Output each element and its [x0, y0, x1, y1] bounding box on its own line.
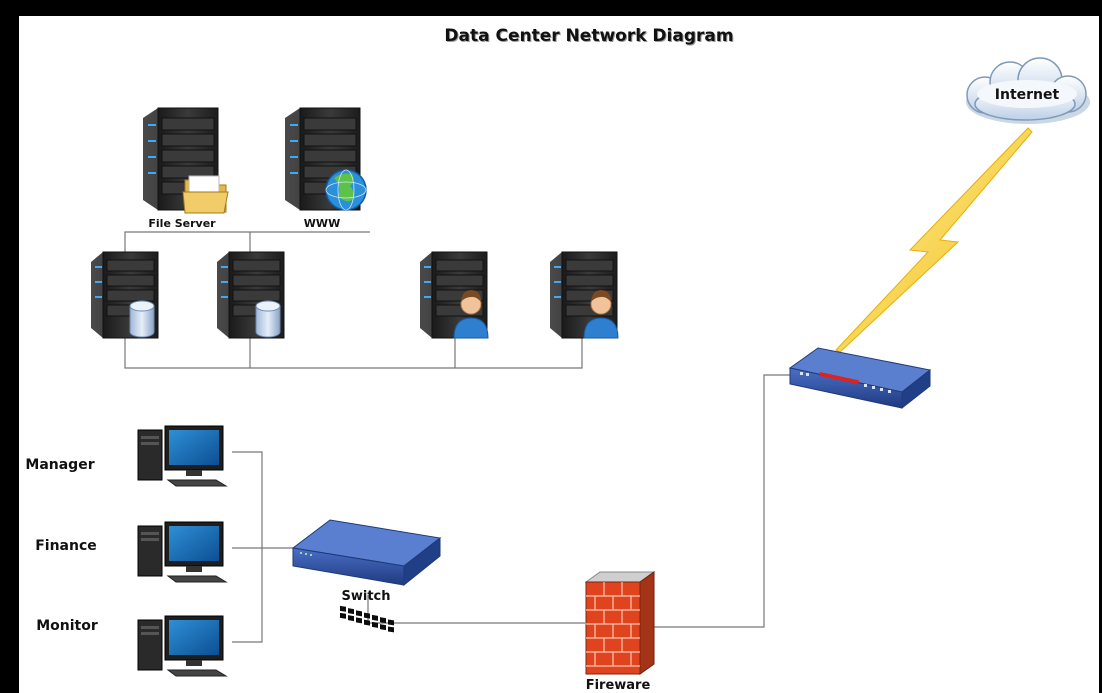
connector-pc-bus: [232, 451, 263, 643]
router-icon: [788, 347, 932, 410]
internet-cloud: Internet: [966, 57, 1090, 124]
monitor-label: Monitor: [36, 618, 98, 634]
db-server-2: [217, 251, 285, 339]
desktop-pc-icon: [137, 425, 228, 487]
desktop-pc-icon: [137, 615, 228, 677]
switch-icon: [291, 519, 442, 633]
monitor-pc: Monitor: [36, 615, 228, 677]
manager-label: Manager: [25, 457, 94, 473]
file-server: File Server: [143, 107, 229, 230]
svg-text:Data Center Network Diagram: Data Center Network Diagram: [445, 27, 734, 47]
diagram-title: Data Center Network Diagram: [444, 26, 733, 46]
database-server-icon: [217, 251, 285, 339]
www-server-label: WWW: [304, 217, 340, 230]
firewall-icon: [584, 571, 656, 675]
database-server-icon: [91, 251, 159, 339]
switch-label: Switch: [341, 589, 390, 604]
manager-pc: Manager: [25, 425, 228, 487]
switch: Switch: [291, 519, 442, 633]
user-server-1: [420, 251, 489, 339]
user-server-icon: [550, 251, 619, 339]
file-server-label: File Server: [148, 217, 216, 230]
router: [788, 347, 932, 410]
finance-label: Finance: [35, 538, 97, 554]
connector-firewall-router: [652, 374, 795, 628]
user-server-2: [550, 251, 619, 339]
connectors: [124, 231, 795, 643]
web-server-icon: [285, 107, 367, 211]
firewall: Fireware: [584, 571, 656, 693]
connector-bottom-bus: [124, 330, 583, 369]
file-server-icon: [143, 107, 229, 214]
finance-pc: Finance: [35, 521, 228, 583]
www-server: WWW: [285, 107, 367, 230]
firewall-label: Fireware: [586, 678, 651, 693]
desktop-pc-icon: [137, 521, 228, 583]
cloud-icon: [966, 57, 1090, 124]
db-server-1: [91, 251, 159, 339]
user-server-icon: [420, 251, 489, 339]
internet-label: Internet: [995, 87, 1060, 103]
